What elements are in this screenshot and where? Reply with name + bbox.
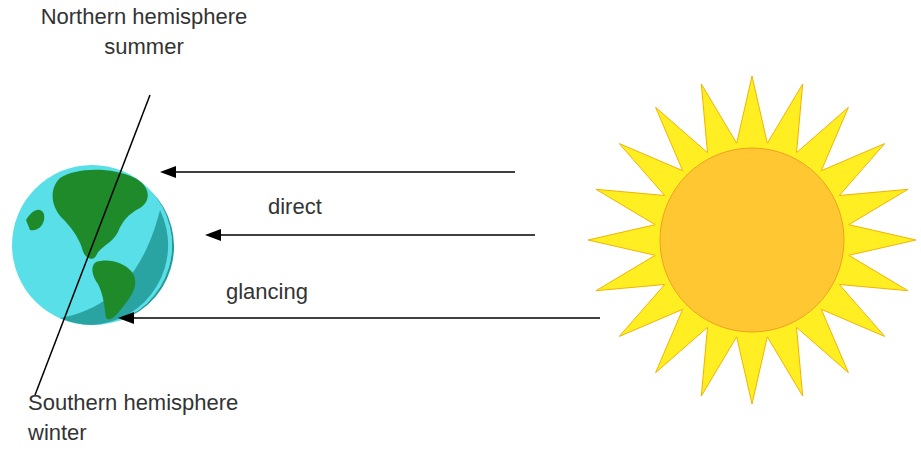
ray-label: glancing <box>226 277 366 307</box>
arrowheads <box>118 166 221 324</box>
sun <box>588 76 916 404</box>
ray-label: direct <box>268 192 388 222</box>
hemisphere-label: Northern hemisphere summer <box>24 2 264 62</box>
sun-rays <box>130 172 600 318</box>
hemisphere-label: Southern hemisphere winter <box>28 388 268 448</box>
earth-axis <box>35 95 150 395</box>
